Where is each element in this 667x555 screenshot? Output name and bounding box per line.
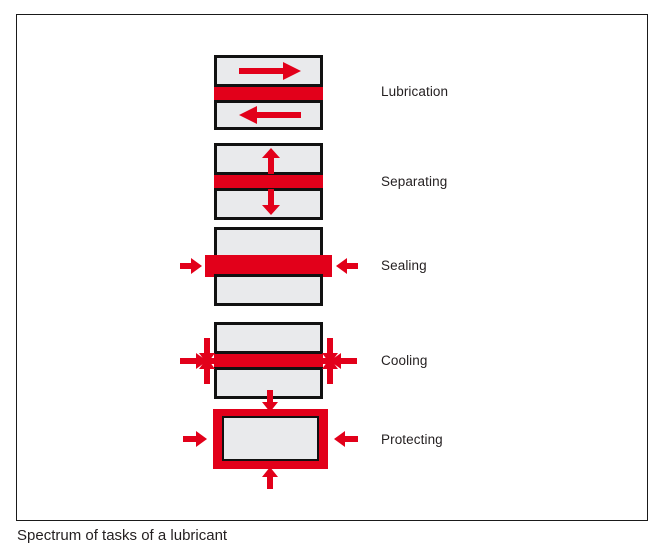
row-label-protecting: Protecting — [381, 432, 443, 447]
arrow-left-into-gap-right-side-icon — [336, 258, 358, 274]
diagram-row-cooling: Cooling — [17, 310, 647, 402]
row-label-cooling: Cooling — [381, 353, 428, 368]
lubricant-film-cooling — [214, 354, 323, 367]
arrow-right-from-left-icon — [183, 431, 207, 447]
lower-block-sealing — [214, 274, 323, 306]
diagram-row-separating: Separating — [17, 135, 647, 220]
row-label-sealing: Sealing — [381, 258, 427, 273]
arrow-down-lower-body-icon — [262, 189, 280, 215]
arrow-up-upper-body-icon — [262, 148, 280, 174]
arrow-left-lower-body-icon — [239, 106, 301, 124]
upper-block-lubrication — [214, 55, 323, 87]
lubricant-film-sealing — [214, 258, 323, 274]
figure-caption: Spectrum of tasks of a lubricant — [17, 527, 228, 544]
diagram-row-lubrication: Lubrication — [17, 41, 647, 130]
arrow-burst-right-icon — [311, 338, 357, 384]
arrow-left-from-right-icon — [334, 431, 358, 447]
protected-body-block — [222, 416, 319, 461]
upper-block-cooling — [214, 322, 323, 354]
arrow-right-upper-body-icon — [239, 62, 301, 80]
row-label-separating: Separating — [381, 174, 448, 189]
figure-frame: Lubrication Separating Sealing — [16, 14, 648, 521]
diagram-row-protecting: Protecting — [17, 390, 647, 515]
arrow-right-into-gap-left-side-icon — [180, 258, 202, 274]
diagram-row-sealing: Sealing — [17, 220, 647, 310]
lubricant-film-lubrication — [214, 87, 323, 100]
row-label-lubrication: Lubrication — [381, 84, 449, 99]
arrow-burst-left-icon — [180, 338, 226, 384]
arrow-down-from-top-icon — [262, 390, 278, 412]
arrow-up-from-bottom-icon — [262, 467, 278, 489]
lubricant-film-separating — [214, 175, 323, 188]
